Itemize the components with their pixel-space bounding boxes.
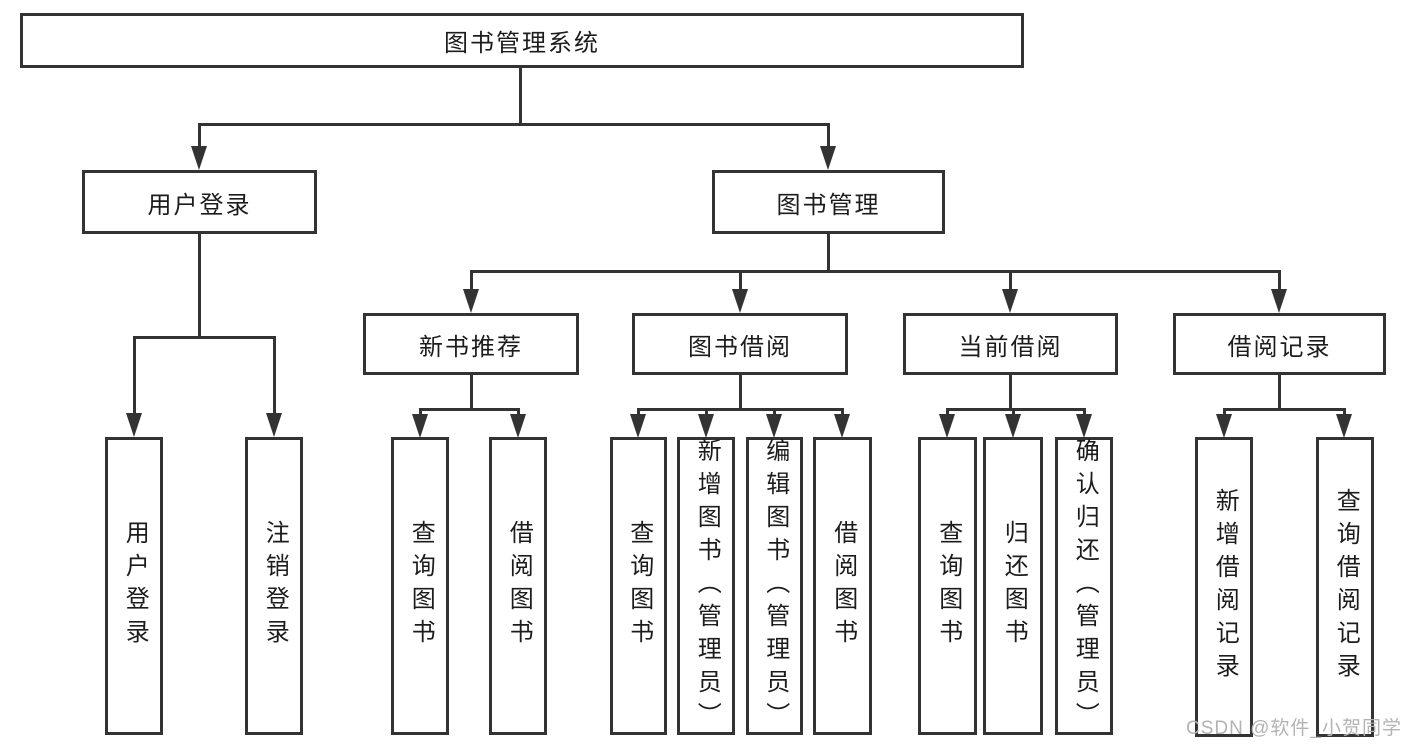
leaf-records-add-record-label: 新增借阅记录: [1211, 488, 1238, 686]
connector-vline: [517, 408, 520, 414]
connector-vline: [1009, 374, 1012, 411]
connector-vline: [827, 123, 830, 146]
node-current-borrowing: 当前借阅: [903, 313, 1118, 375]
arrow-down: [1002, 289, 1018, 313]
arrow-down: [1076, 414, 1092, 438]
node-new-book-recommend: 新书推荐: [363, 313, 579, 375]
arrow-down: [191, 146, 207, 170]
arrow-down: [939, 414, 955, 438]
connector-vline: [273, 336, 276, 413]
node-borrowing-records: 借阅记录: [1173, 313, 1386, 375]
leaf-current-query-books-label: 查询图书: [934, 520, 961, 652]
node-root: 图书管理系统: [20, 13, 1024, 68]
arrow-down: [1271, 289, 1287, 313]
leaf-borrow-add-books-admin: 新增图书（管理员）: [677, 437, 735, 735]
connector-hline: [198, 123, 830, 126]
arrow-down: [1005, 414, 1021, 438]
leaf-current-return-books-label: 归还图书: [1000, 520, 1027, 652]
node-book-management-label: 图书管理: [776, 192, 881, 219]
leaf-newbook-borrow-books-label: 借阅图书: [505, 520, 532, 652]
arrow-down: [820, 146, 836, 170]
leaf-borrow-edit-books-admin: 编辑图书（管理员）: [746, 437, 803, 735]
connector-vline: [470, 374, 473, 411]
leaf-borrow-borrow-books-label: 借阅图书: [829, 520, 856, 652]
node-borrowing-records-label: 借阅记录: [1227, 334, 1332, 361]
arrow-down: [630, 414, 646, 438]
connector-vline: [198, 123, 201, 146]
leaf-records-add-record: 新增借阅记录: [1195, 437, 1253, 737]
leaf-borrow-query-books: 查询图书: [610, 437, 667, 735]
node-user-login-label: 用户登录: [147, 192, 252, 219]
connector-vline: [1083, 408, 1086, 414]
connector-vline: [133, 336, 136, 413]
arrow-down: [266, 413, 282, 437]
connector-vline: [519, 67, 522, 126]
connector-vline: [1278, 374, 1281, 411]
leaf-records-query-record-label: 查询借阅记录: [1332, 488, 1359, 686]
node-book-borrowing-label: 图书借阅: [688, 334, 792, 361]
connector-vline: [1278, 270, 1281, 289]
leaf-borrow-query-books-label: 查询图书: [625, 520, 652, 652]
leaf-current-query-books: 查询图书: [918, 437, 977, 735]
connector-hline: [637, 408, 843, 411]
arrow-down: [732, 289, 748, 313]
connector-hline: [1223, 408, 1346, 411]
connector-vline: [1012, 408, 1015, 414]
leaf-logout: 注销登录: [245, 437, 303, 735]
connector-vline: [841, 408, 844, 414]
connector-vline: [773, 408, 776, 414]
leaf-borrow-borrow-books: 借阅图书: [813, 437, 872, 735]
connector-vline: [470, 270, 473, 289]
arrow-down: [1336, 414, 1352, 438]
leaf-current-confirm-return-admin: 确认归还（管理员）: [1055, 437, 1113, 735]
csdn-watermark: CSDN @软件_小贺同学: [1186, 718, 1402, 739]
leaf-records-query-record: 查询借阅记录: [1316, 437, 1374, 737]
connector-hline: [419, 408, 519, 411]
node-book-management: 图书管理: [712, 170, 945, 234]
leaf-current-confirm-return-admin-label: 确认归还（管理员）: [1071, 437, 1098, 735]
connector-vline: [827, 233, 830, 273]
arrow-down: [1216, 414, 1232, 438]
connector-vline: [1223, 408, 1226, 414]
connector-vline: [739, 374, 742, 411]
arrow-down: [834, 414, 850, 438]
node-new-book-recommend-label: 新书推荐: [419, 334, 523, 361]
connector-vline: [198, 233, 201, 339]
leaf-newbook-query-books: 查询图书: [391, 437, 449, 735]
connector-vline: [637, 408, 640, 414]
connector-vline: [705, 408, 708, 414]
connector-vline: [739, 270, 742, 289]
leaf-newbook-query-books-label: 查询图书: [407, 520, 434, 652]
connector-vline: [946, 408, 949, 414]
node-root-label: 图书管理系统: [444, 31, 600, 57]
connector-vline: [1343, 408, 1346, 414]
connector-vline: [1009, 270, 1012, 289]
leaf-user-login: 用户登录: [105, 437, 163, 735]
leaf-borrow-add-books-admin-label: 新增图书（管理员）: [693, 437, 720, 735]
connector-hline: [133, 336, 276, 339]
connector-hline: [470, 270, 1281, 273]
node-book-borrowing: 图书借阅: [632, 313, 848, 375]
leaf-user-login-label: 用户登录: [121, 520, 148, 652]
arrow-down: [766, 414, 782, 438]
arrow-down: [698, 414, 714, 438]
node-current-borrowing-label: 当前借阅: [958, 334, 1063, 361]
leaf-borrow-edit-books-admin-label: 编辑图书（管理员）: [761, 437, 788, 735]
connector-vline: [419, 408, 422, 414]
arrow-down: [510, 414, 526, 438]
connector-hline: [946, 408, 1085, 411]
leaf-current-return-books: 归还图书: [983, 437, 1043, 735]
leaf-newbook-borrow-books: 借阅图书: [489, 437, 547, 735]
arrow-down: [412, 414, 428, 438]
node-user-login: 用户登录: [82, 170, 317, 234]
arrow-down: [463, 289, 479, 313]
arrow-down: [126, 413, 142, 437]
leaf-logout-label: 注销登录: [261, 520, 288, 652]
